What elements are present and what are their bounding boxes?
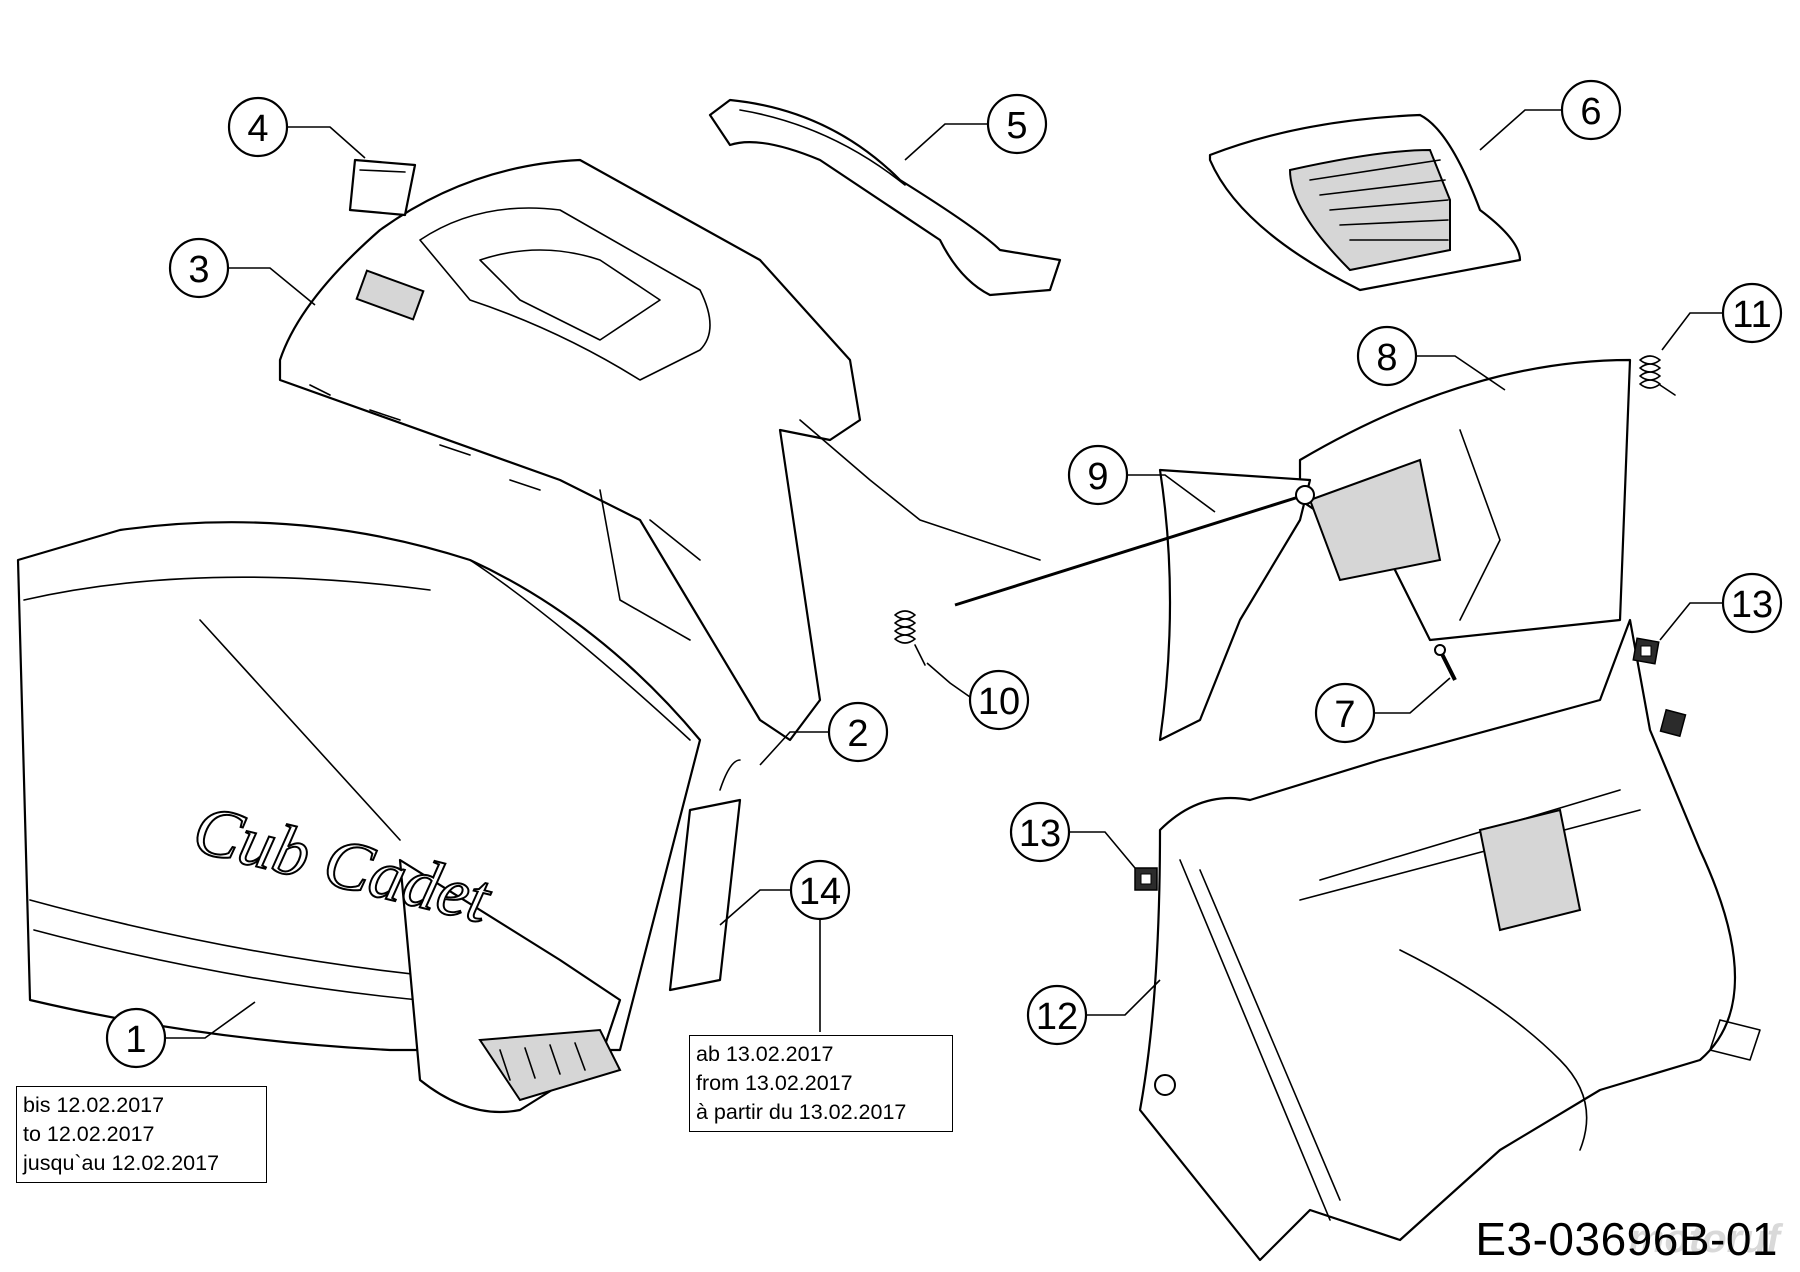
svg-text:9: 9 [1087, 456, 1108, 498]
note-after-line-2: from 13.02.2017 [696, 1071, 853, 1095]
part-4-flap [348, 158, 417, 217]
part-12-rear-frame [1138, 618, 1761, 1262]
callout-2: 2 [827, 701, 889, 763]
watermark: motoruf [1628, 1217, 1780, 1261]
callout-13-left: 13 [1009, 801, 1071, 863]
callout-13-right: 13 [1721, 572, 1783, 634]
part-13-nut-left [1134, 867, 1158, 891]
part-10-spring [894, 610, 926, 666]
callout-12: 12 [1026, 984, 1088, 1046]
note-before-line-3: jusqu`au 12.02.2017 [23, 1151, 220, 1175]
part-6-vent-cover [1208, 113, 1522, 292]
svg-text:6: 6 [1580, 91, 1601, 133]
svg-text:11: 11 [1732, 294, 1771, 336]
svg-text:13: 13 [1731, 584, 1773, 626]
note-before-line-1: bis 12.02.2017 [23, 1093, 165, 1117]
note-before-date: bis 12.02.2017 to 12.02.2017 jusqu`au 12… [16, 1086, 267, 1183]
svg-text:3: 3 [188, 249, 209, 291]
callout-11: 11 [1721, 282, 1783, 344]
note-after-line-3: à partir du 13.02.2017 [696, 1100, 907, 1124]
part-13-nut-loose [1659, 708, 1687, 738]
part-11-spring [1639, 355, 1676, 396]
callout-8: 8 [1356, 325, 1418, 387]
svg-text:2: 2 [847, 713, 868, 755]
drawing-code: E3-03696B-01 [1475, 1213, 1778, 1265]
svg-text:5: 5 [1006, 105, 1027, 147]
svg-text:13: 13 [1019, 813, 1061, 855]
part-9-rod [954, 485, 1315, 607]
part-5-handle [708, 98, 1062, 297]
note-before-line-2: to 12.02.2017 [23, 1122, 155, 1146]
svg-text:8: 8 [1376, 337, 1397, 379]
note-after-date: ab 13.02.2017 from 13.02.2017 à partir d… [689, 1035, 953, 1132]
callout-9: 9 [1067, 444, 1129, 506]
callout-4: 4 [227, 96, 289, 158]
svg-text:10: 10 [978, 681, 1020, 723]
callout-6: 6 [1560, 79, 1622, 141]
callout-5: 5 [986, 93, 1048, 155]
part-8-rear-flap [1158, 358, 1632, 742]
callout-14: 14 [789, 859, 851, 921]
note-after-line-1: ab 13.02.2017 [696, 1042, 834, 1066]
part-7-screw [1434, 644, 1457, 681]
callout-10: 10 [968, 669, 1030, 731]
svg-text:7: 7 [1334, 694, 1355, 736]
part-3-top-cover [278, 158, 1041, 742]
svg-text:4: 4 [247, 108, 268, 150]
callout-3: 3 [168, 237, 230, 299]
leader-lines [165, 109, 1723, 1039]
part-1-grass-bag [16, 521, 742, 1114]
svg-text:14: 14 [799, 871, 841, 913]
part-13-nut-right [1632, 637, 1660, 665]
svg-text:1: 1 [125, 1019, 146, 1061]
callout-7: 7 [1314, 682, 1376, 744]
svg-text:12: 12 [1036, 996, 1078, 1038]
callout-1: 1 [105, 1007, 167, 1069]
